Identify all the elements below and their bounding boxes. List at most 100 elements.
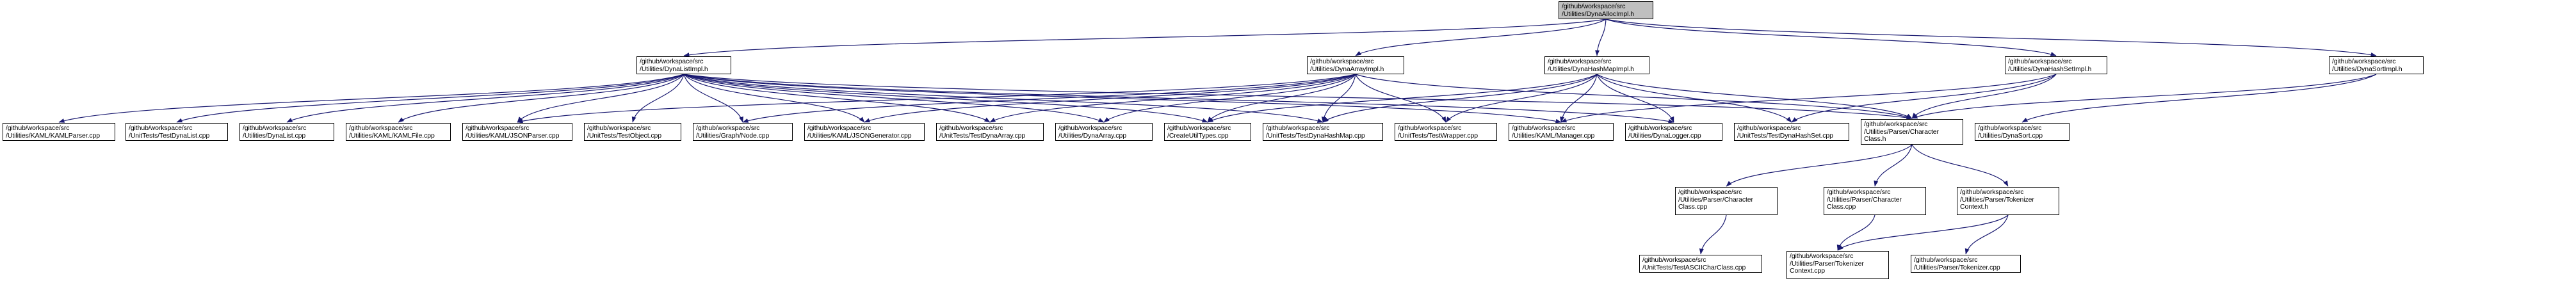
graph-edge: [1605, 19, 2057, 56]
graph-node-jsongenerator[interactable]: /github/workspace/src/Utilities/KAML/JSO…: [804, 123, 925, 141]
graph-node-dynasortimpl[interactable]: /github/workspace/src/Utilities/DynaSort…: [2329, 56, 2424, 74]
graph-node-dynahashmapimpl[interactable]: /github/workspace/src/Utilities/DynaHash…: [1544, 56, 1649, 74]
node-path-line-2: /Utilities/Parser/Tokenizer: [1790, 259, 1864, 268]
graph-edge: [1911, 74, 2377, 119]
node-path-line-2: /CreateUtilTypes.cpp: [1167, 131, 1229, 140]
graph-node-testdynahashset[interactable]: /github/workspace/src/UnitTests/TestDyna…: [1734, 123, 1849, 141]
graph-edge: [1560, 74, 2057, 123]
graph-node-dynalistimpl[interactable]: /github/workspace/src/Utilities/DynaList…: [636, 56, 731, 74]
node-path-line-1: /github/workspace/src: [6, 124, 70, 132]
graph-edge: [1596, 74, 1913, 119]
node-path-line-2: /Utilities/Parser/Tokenizer: [1960, 195, 2034, 204]
node-path-line-2: /Utilities/Parser/Tokenizer.cpp: [1914, 263, 2000, 271]
graph-edge: [742, 74, 1356, 123]
graph-edge: [2021, 74, 2377, 123]
graph-node-parsercharclassh[interactable]: /github/workspace/src/Utilities/Parser/C…: [1861, 119, 1963, 145]
graph-node-dynasort[interactable]: /github/workspace/src/Utilities/DynaSort…: [1975, 123, 2070, 141]
graph-edge: [398, 74, 685, 123]
graph-edge: [1355, 19, 1607, 56]
graph-edge: [517, 74, 1356, 124]
node-path-line-2: /Utilities/DynaAllocImpl.h: [1562, 10, 1634, 18]
graph-edge: [1596, 74, 1674, 123]
graph-edge: [286, 74, 685, 123]
node-path-line-2: /Utilities/Parser/Character: [1827, 195, 1902, 204]
node-path-line-1: /github/workspace/src: [1398, 124, 1462, 132]
node-path-line-2: /Utilities/KAML/JSONGenerator.cpp: [807, 131, 912, 140]
graph-edge: [176, 74, 685, 123]
node-path-line-2: /Utilities/KAML/JSONParser.cpp: [466, 131, 560, 140]
graph-edge: [631, 74, 685, 123]
graph-node-graphnode[interactable]: /github/workspace/src/Utilities/Graph/No…: [693, 123, 793, 141]
node-path-line-2: /Utilities/Graph/Node.cpp: [696, 131, 770, 140]
graph-edge: [1560, 74, 1598, 123]
graph-edge: [683, 74, 1324, 123]
node-path-line-2: /Utilities/DynaListImpl.h: [640, 65, 708, 73]
graph-node-testdynahashmap[interactable]: /github/workspace/src/UnitTests/TestDyna…: [1263, 123, 1383, 141]
graph-node-testdynaarray[interactable]: /github/workspace/src/UnitTests/TestDyna…: [936, 123, 1044, 141]
graph-node-parsertokenizer2cpp[interactable]: /github/workspace/src/Utilities/Parser/T…: [1911, 255, 2021, 273]
graph-edge: [1595, 19, 1607, 56]
node-path-line-2: /UnitTests/TestDynaHashSet.cpp: [1737, 131, 1833, 140]
graph-edge: [1964, 214, 2009, 255]
graph-edge: [1207, 74, 1356, 123]
node-path-line-2: /UnitTests/TestASCIICharClass.cpp: [1642, 263, 1746, 271]
node-path-line-3: Class.cpp: [1678, 203, 1708, 211]
graph-node-testobject[interactable]: /github/workspace/src/UnitTests/TestObje…: [584, 123, 681, 141]
node-path-line-2: /Utilities/KAML/KAMLParser.cpp: [6, 131, 100, 140]
graph-node-dynahashsetimpl[interactable]: /github/workspace/src/Utilities/DynaHash…: [2005, 56, 2107, 74]
node-path-line-2: /Utilities/DynaHashSetImpl.h: [2008, 65, 2092, 73]
node-path-line-2: /Utilities/Parser/Character: [1678, 195, 1753, 204]
node-path-line-2: /Utilities/KAML/KAMLFile.cpp: [349, 131, 435, 140]
graph-edge: [683, 74, 1913, 120]
node-path-line-1: /github/workspace/src: [1678, 188, 1742, 196]
node-path-line-2: /UnitTests/TestDynaList.cpp: [129, 131, 210, 140]
graph-node-testdynalist[interactable]: /github/workspace/src/UnitTests/TestDyna…: [126, 123, 228, 141]
graph-node-parsertokenizerh[interactable]: /github/workspace/src/Utilities/Parser/T…: [1957, 187, 2059, 215]
node-path-line-1: /github/workspace/src: [1310, 58, 1374, 65]
graph-node-parsertokenizercpp[interactable]: /github/workspace/src/Utilities/Parser/T…: [1786, 251, 1889, 279]
node-path-line-1: /github/workspace/src: [349, 124, 413, 132]
node-path-line-2: /Utilities/DynaSortImpl.h: [2332, 65, 2402, 73]
graph-node-dynaarrayimpl[interactable]: /github/workspace/src/Utilities/DynaArra…: [1307, 56, 1404, 74]
graph-edge: [1596, 74, 1792, 123]
node-path-line-1: /github/workspace/src: [2332, 58, 2396, 65]
node-path-line-1: /github/workspace/src: [696, 124, 760, 132]
node-path-line-1: /github/workspace/src: [1960, 188, 2024, 196]
node-path-line-2: /Utilities/DynaList.cpp: [243, 131, 306, 140]
graph-edge: [683, 19, 1607, 58]
graph-node-dynalogger[interactable]: /github/workspace/src/Utilities/DynaLogg…: [1625, 123, 1722, 141]
node-path-line-1: /github/workspace/src: [1512, 124, 1576, 132]
graph-node-testasciicharclass[interactable]: /github/workspace/src/UnitTests/TestASCI…: [1639, 255, 1762, 273]
node-path-line-3: Context.h: [1960, 203, 1989, 211]
graph-node-dynaallocimpl[interactable]: /github/workspace/src/Utilities/DynaAllo…: [1559, 1, 1653, 19]
graph-edge: [1605, 19, 2377, 57]
graph-edge: [683, 74, 865, 123]
node-path-line-1: /github/workspace/src: [1167, 124, 1231, 132]
graph-edge: [517, 74, 685, 123]
graph-edge: [683, 74, 1105, 123]
graph-edge: [1911, 74, 2057, 119]
graph-node-kamlfile[interactable]: /github/workspace/src/Utilities/KAML/KAM…: [346, 123, 451, 141]
graph-edge: [1321, 74, 1356, 123]
graph-node-dynalist[interactable]: /github/workspace/src/Utilities/DynaList…: [239, 123, 334, 141]
graph-node-kamljsonparser[interactable]: /github/workspace/src/Utilities/KAML/JSO…: [462, 123, 572, 141]
node-path-line-1: /github/workspace/src: [1914, 256, 1978, 264]
graph-node-dynaarray[interactable]: /github/workspace/src/Utilities/DynaArra…: [1055, 123, 1153, 141]
graph-edge: [683, 74, 743, 123]
graph-node-kamlparser[interactable]: /github/workspace/src/Utilities/KAML/KAM…: [3, 123, 115, 141]
node-path-line-1: /github/workspace/src: [939, 124, 1003, 132]
graph-node-createutiltypes[interactable]: /github/workspace/src/CreateUtilTypes.cp…: [1164, 123, 1251, 141]
node-path-line-1: /github/workspace/src: [640, 58, 704, 65]
graph-edge: [1699, 214, 1727, 255]
graph-node-testwrapper[interactable]: /github/workspace/src/UnitTests/TestWrap…: [1395, 123, 1497, 141]
graph-node-parsercharclasscpp[interactable]: /github/workspace/src/Utilities/Parser/C…: [1675, 187, 1778, 215]
graph-node-kamlmanager[interactable]: /github/workspace/src/Utilities/KAML/Man…: [1509, 123, 1614, 141]
node-path-line-2: /UnitTests/TestDynaHashMap.cpp: [1266, 131, 1365, 140]
node-path-line-1: /github/workspace/src: [129, 124, 193, 132]
node-path-line-1: /github/workspace/src: [587, 124, 651, 132]
graph-node-parsercharclasscpp2[interactable]: /github/workspace/src/Utilities/Parser/C…: [1824, 187, 1926, 215]
node-path-line-1: /github/workspace/src: [1737, 124, 1801, 132]
node-path-line-3: Class.h: [1864, 135, 1886, 143]
graph-edge: [1207, 74, 1598, 123]
